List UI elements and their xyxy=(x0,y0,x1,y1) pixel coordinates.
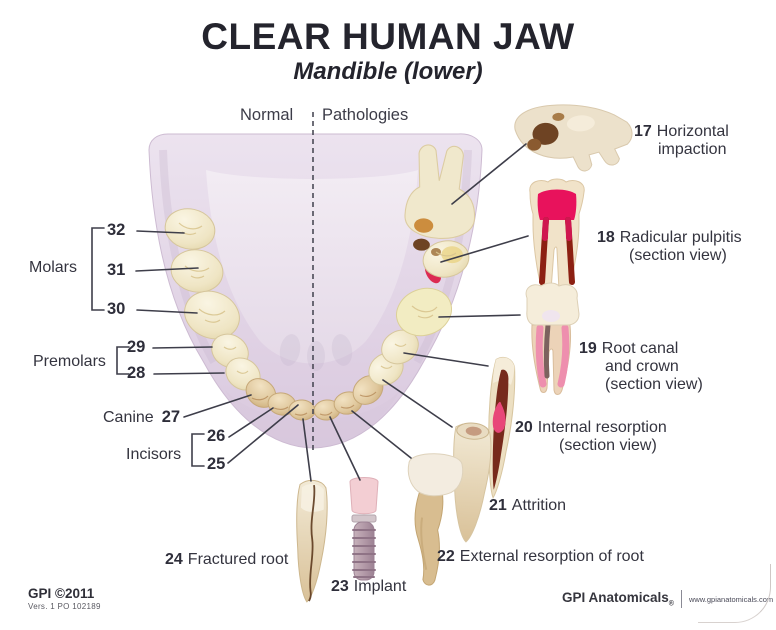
model-24-fractured-root xyxy=(296,479,328,603)
group-label-canine: Canine 27 xyxy=(103,408,180,427)
premolars-bracket xyxy=(116,346,130,375)
model-18-radicular-pulpitis xyxy=(529,178,585,295)
tooth-number-30: 30 xyxy=(107,300,126,318)
incisors-bracket xyxy=(191,433,205,467)
version-number: Vers. 1 PO 102189 xyxy=(28,602,101,611)
tooth-premolar2-r xyxy=(381,329,419,365)
group-label-premolars: Premolars xyxy=(33,353,106,370)
molars-bracket xyxy=(91,227,105,311)
page-subtitle: Mandible (lower) xyxy=(293,57,483,85)
teeth-normal xyxy=(164,208,316,421)
model-21-attrition xyxy=(453,422,492,543)
copyright: GPI ©2011 xyxy=(28,586,95,601)
impacted-molar xyxy=(404,144,476,264)
model-20-internal-resorption xyxy=(488,357,516,499)
tooth-number-27: 27 xyxy=(161,408,181,426)
model-17-horizontal-impaction xyxy=(514,104,633,172)
page-title: CLEAR HUMAN JAW xyxy=(201,16,575,57)
tooth-number-31: 31 xyxy=(107,261,126,279)
tooth-number-28: 28 xyxy=(127,364,146,382)
footer-divider xyxy=(680,590,682,608)
tooth-number-26: 26 xyxy=(207,427,226,445)
model-22-external-resorption xyxy=(407,453,464,586)
group-label-molars: Molars xyxy=(29,259,78,276)
group-label-incisors: Incisors xyxy=(126,446,182,463)
tooth-number-25: 25 xyxy=(207,455,226,473)
footer-left: GPI ©2011 Vers. 1 PO 102189 xyxy=(28,586,101,611)
brand-name: GPI Anatomicals® xyxy=(562,590,674,608)
tooth-number-29: 29 xyxy=(127,338,146,356)
model-23-implant xyxy=(349,477,379,581)
registered-mark: ® xyxy=(668,600,674,608)
column-label-normal: Normal xyxy=(240,106,294,124)
model-19-root-canal-crown xyxy=(525,282,580,395)
canine-label: Canine xyxy=(103,409,154,426)
tooth-number-32: 32 xyxy=(107,221,126,239)
leader-lines xyxy=(91,143,529,482)
column-label-pathologies: Pathologies xyxy=(322,106,409,124)
teeth-pathology xyxy=(313,144,476,421)
